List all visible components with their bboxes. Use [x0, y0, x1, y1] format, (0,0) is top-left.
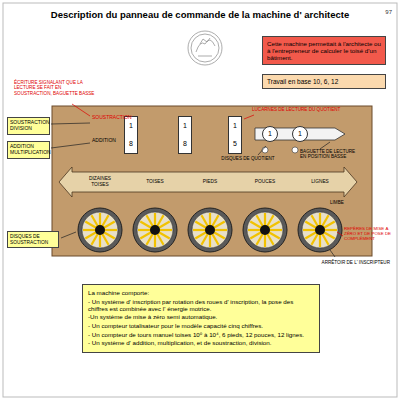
scale-arrow: [59, 167, 357, 197]
digit: 1: [268, 130, 272, 138]
legend-box: DISQUES DE SOUSTRACTION: [7, 231, 59, 248]
quotient-disc: 1: [292, 126, 308, 142]
unit-name: PIEDS: [190, 179, 230, 185]
part-label: ARRÊTOIR DE L' INSCRIPTEUR: [300, 260, 390, 265]
wheel-hub: [315, 225, 325, 235]
leader-line: [61, 232, 76, 238]
wheel-face: [247, 212, 283, 248]
wheel-face: [192, 212, 228, 248]
reading-window: 18: [124, 116, 138, 154]
wheel-rim: [188, 208, 232, 252]
mode-label: SOUSTRACTION: [92, 115, 122, 121]
leader-line: [51, 143, 90, 148]
unit-name: LIGNES: [300, 179, 340, 185]
box-text: DISQUES DE SOUSTRACTION: [10, 234, 56, 245]
wheel-hub: [260, 225, 270, 235]
leader-line: [337, 232, 343, 236]
box-text: Travail en base 10, 6, 12: [267, 78, 381, 85]
part-label: REPÈRES DE MISE À ZÉRO ET DE POSE DE COM…: [344, 226, 394, 241]
unit-name: POUCES: [245, 179, 285, 185]
leader-line: [258, 146, 266, 155]
leader-line: [330, 250, 335, 257]
page-frame: [3, 3, 397, 397]
wheel-rim: [78, 208, 122, 252]
mode-box: SOUSTRACTION DIVISION: [7, 117, 50, 135]
box-text: - Un système d' addition, multiplication…: [88, 339, 314, 346]
box-text: -Un système de mise à zéro semi automati…: [88, 313, 314, 320]
unit-name: DIZAINES TOISES: [80, 176, 120, 187]
digit: 8: [183, 140, 187, 148]
description-box: La machine comporte: - Un système d' insc…: [82, 284, 320, 353]
digit: 1: [129, 122, 133, 130]
box-text: - Un compteur totalisateur pour le modèl…: [88, 322, 314, 329]
wheel-hub: [95, 225, 105, 235]
unit-name: TOISES: [135, 179, 175, 185]
digit: 1: [298, 130, 302, 138]
subtraction-wheels: [78, 208, 342, 252]
wheel-face: [302, 212, 338, 248]
red-note: ÉCRITURE SIGNALANT QUE LA LECTURE SE FAI…: [14, 80, 100, 96]
reading-window: 18: [178, 116, 192, 154]
box-text: La machine comporte:: [88, 289, 314, 296]
digit: 5: [233, 140, 237, 148]
wheel-hub: [150, 225, 160, 235]
mode-label: ADDITION: [92, 138, 122, 144]
digit: 8: [129, 140, 133, 148]
digit: 1: [183, 122, 187, 130]
box-text: Cette machine permettait à l'architecte …: [267, 40, 381, 61]
control-panel: [52, 106, 372, 256]
part-label: LIMBE: [330, 200, 360, 205]
box-text: - Un compteur de tours manuel toises 10⁰…: [88, 331, 314, 338]
title: Description du panneau de commande de la…: [20, 10, 380, 21]
seal-emblem: [188, 31, 222, 65]
reading-window: 15: [228, 116, 242, 154]
scale-band: DIZAINES TOISES TOISES PIEDS POUCES LIGNES: [58, 166, 358, 198]
wheel-hub: [205, 225, 215, 235]
leader-line: [320, 142, 330, 149]
part-label: DISQUES DE QUOTIENT: [218, 156, 278, 161]
wheel-rim: [133, 208, 177, 252]
mode-box: ADDITION MULTIPLICATION: [7, 141, 50, 159]
part-label: BAGUETTE DE LECTURE EN POSITION BASSE: [300, 149, 356, 160]
leader-line: [244, 115, 254, 119]
box-text: SOUSTRACTION DIVISION: [10, 120, 47, 132]
page-number: 97: [370, 9, 392, 16]
digit: 1: [233, 122, 237, 130]
part-label: LUCARNES DE LECTURE DU QUOTIENT: [252, 107, 348, 112]
wheel-face: [137, 212, 173, 248]
box-text: - Un système d' inscription par rotation…: [88, 298, 314, 312]
wheel-face: [82, 212, 118, 248]
base-band: Travail en base 10, 6, 12: [262, 74, 386, 89]
wheel-rim: [243, 208, 287, 252]
quotient-knob: [292, 147, 298, 153]
leader-line: [72, 104, 90, 116]
note-box: Cette machine permettait à l'architecte …: [262, 36, 386, 65]
leader-line: [51, 123, 90, 124]
box-text: ADDITION MULTIPLICATION: [10, 144, 47, 156]
wheel-rim: [298, 208, 342, 252]
quotient-disc: 1: [262, 126, 278, 142]
